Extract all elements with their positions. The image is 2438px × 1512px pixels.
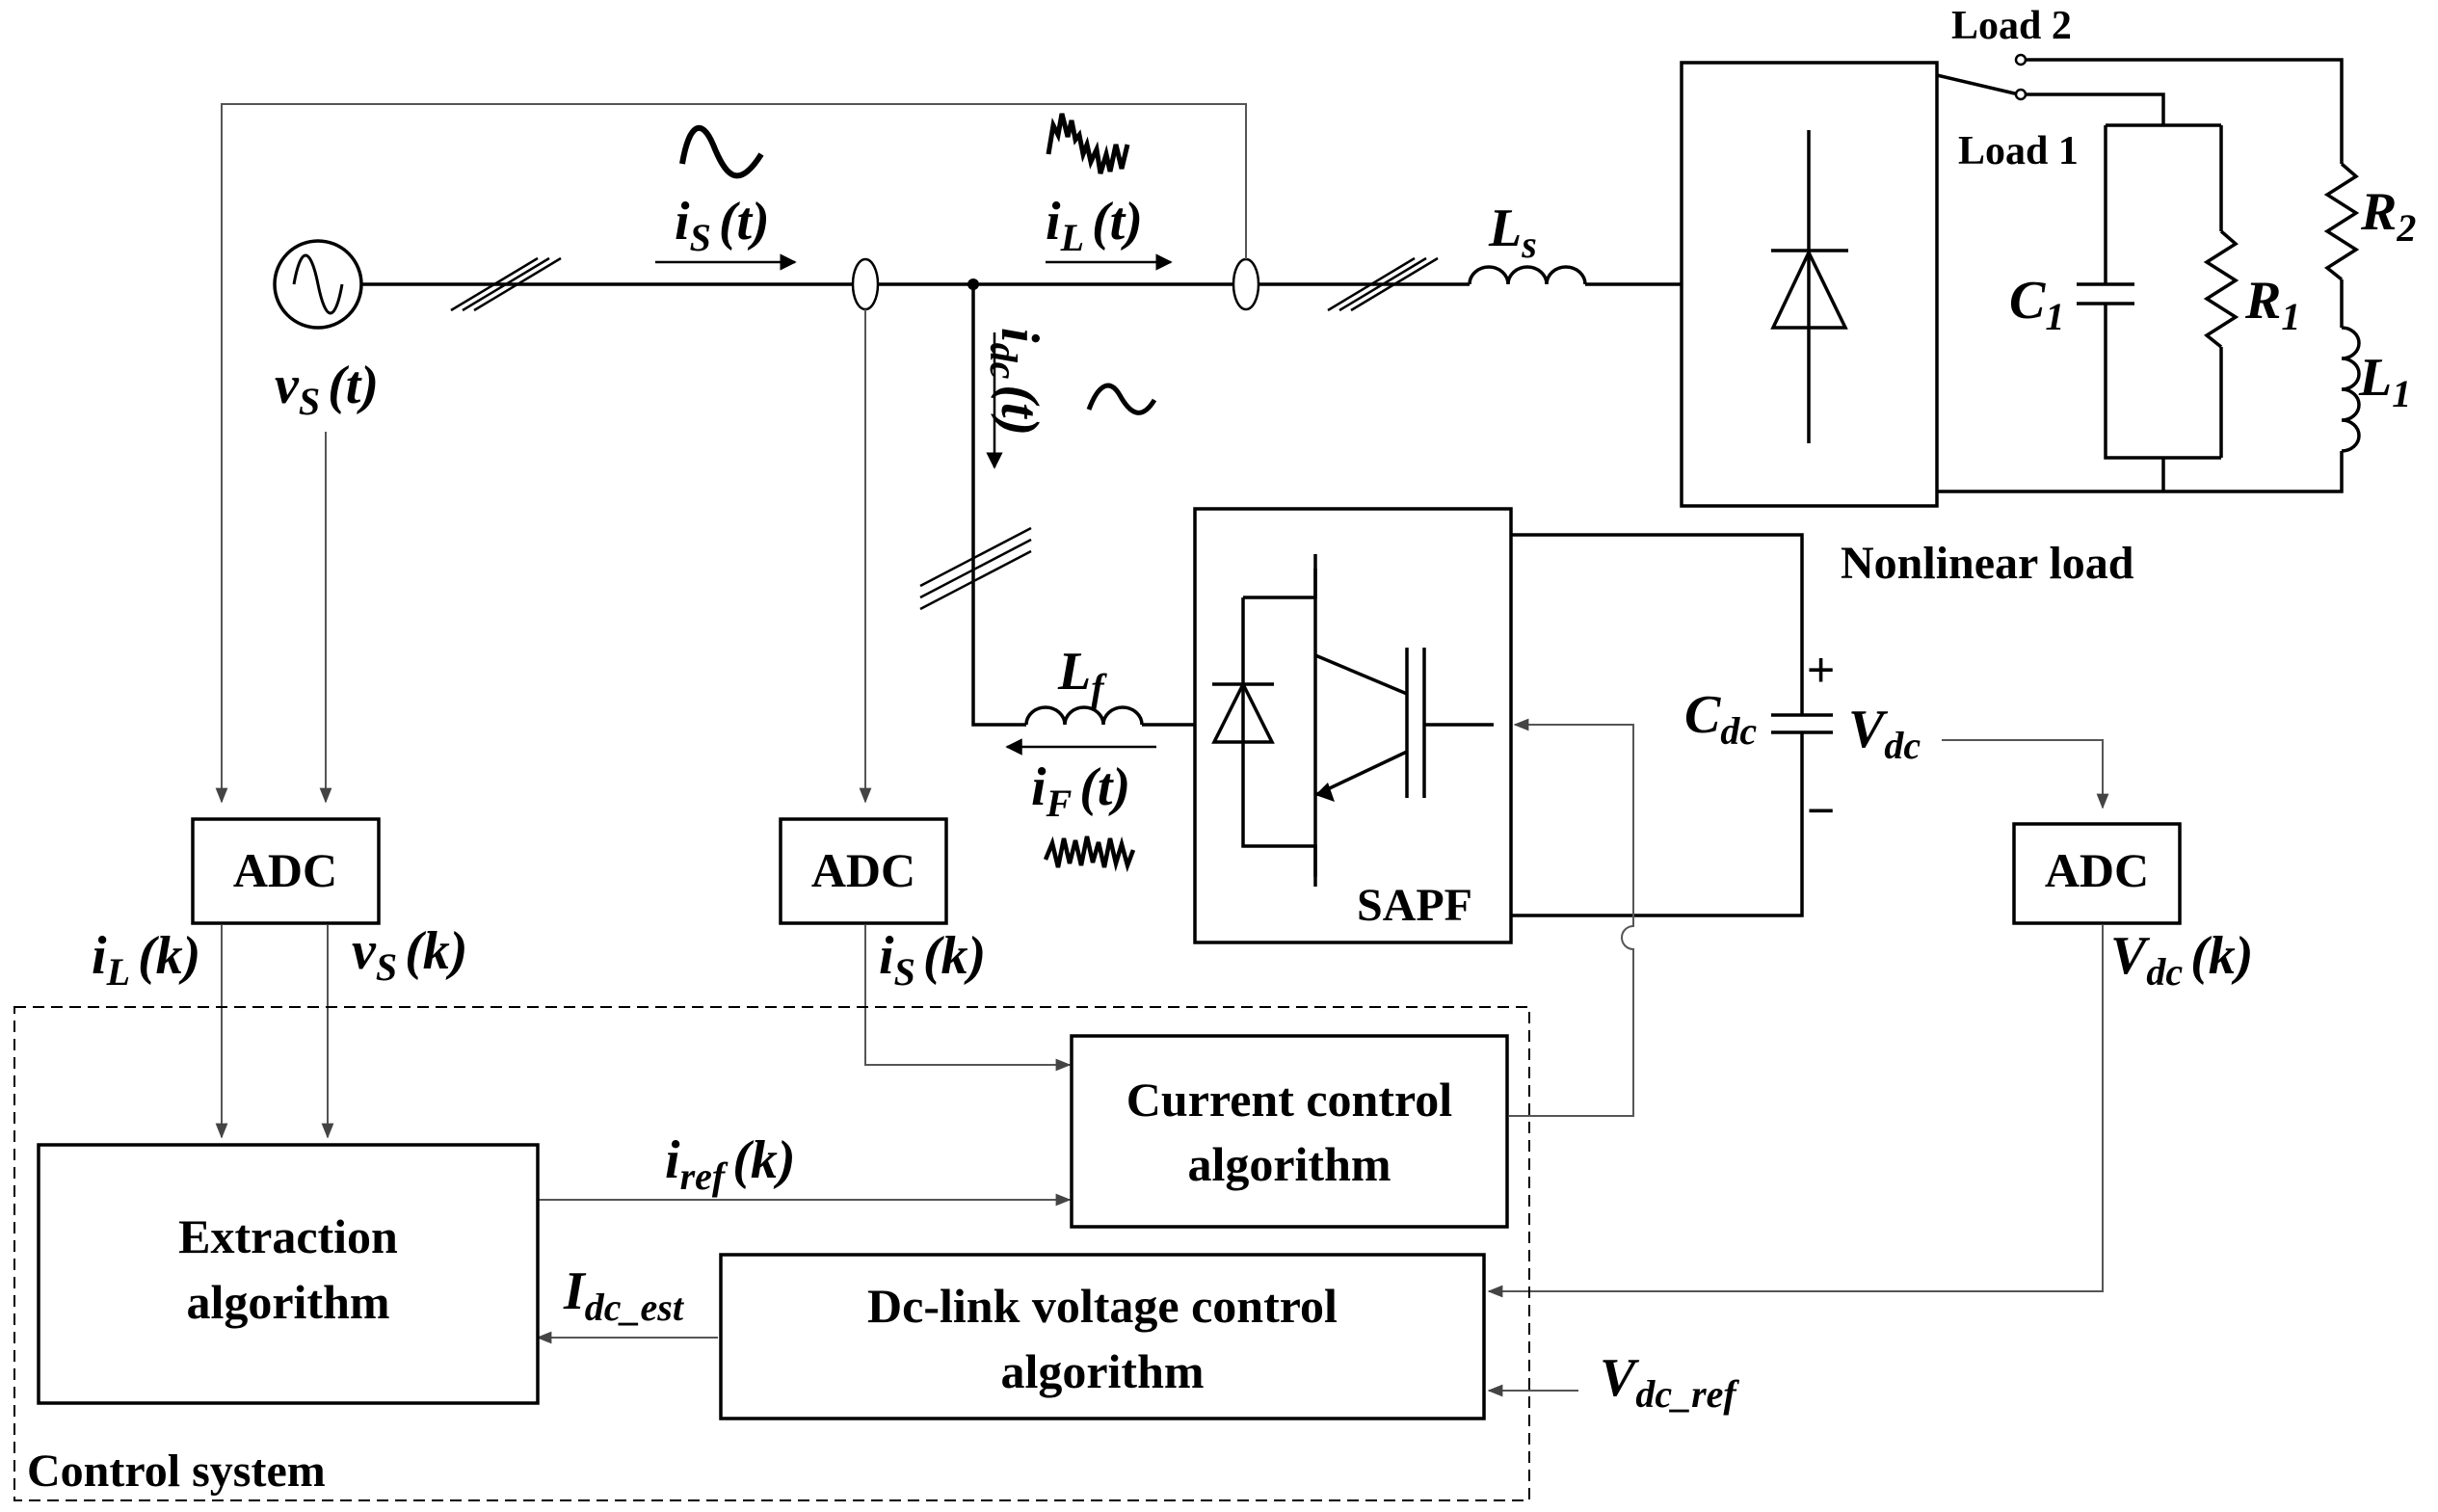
resistor-r2 bbox=[2323, 162, 2360, 281]
vdc-label: Vdc bbox=[1848, 700, 1921, 767]
vs-k-label: vS(k) bbox=[352, 921, 467, 989]
three-phase-mark-load bbox=[1327, 256, 1439, 312]
inductor-ls bbox=[1468, 265, 1587, 285]
inductor-l1 bbox=[2341, 326, 2361, 453]
vdc-ref-label: Vdc_ref bbox=[1600, 1348, 1739, 1416]
idc-waveform-icon bbox=[1086, 383, 1157, 415]
current-sensor-is bbox=[851, 257, 880, 311]
vs-t-label: vS(t) bbox=[275, 356, 379, 423]
load-switch bbox=[1936, 73, 2020, 96]
cdc-label: Cdc bbox=[1684, 685, 1757, 753]
current-control-block bbox=[1070, 1034, 1509, 1229]
current-sensor-il bbox=[1232, 257, 1260, 311]
adc-dc-label: ADC bbox=[2045, 843, 2149, 897]
if-waveform-icon bbox=[1043, 836, 1136, 873]
idc-est-label: Idc_est bbox=[563, 1261, 685, 1329]
lf-label: Lf bbox=[1057, 642, 1107, 709]
adc-source-label: ADC bbox=[811, 843, 915, 897]
is-waveform-icon bbox=[679, 124, 764, 179]
adc-load-block bbox=[191, 817, 381, 925]
if-t-label: iF(t) bbox=[1031, 757, 1130, 825]
filter-branch bbox=[971, 284, 1026, 727]
dclink-control-line2: algorithm bbox=[1000, 1344, 1204, 1398]
is-k-label: iS(k) bbox=[879, 926, 986, 994]
adc-dc-block bbox=[2012, 822, 2182, 925]
adc-load-label: ADC bbox=[233, 843, 337, 897]
current-control-line2: algorithm bbox=[1187, 1137, 1391, 1191]
control-system-label: Control system bbox=[27, 1446, 326, 1497]
extraction-line1: Extraction bbox=[178, 1209, 398, 1263]
is-t-label: iS(t) bbox=[675, 192, 770, 259]
sine-icon bbox=[292, 253, 344, 315]
load2-label: Load 2 bbox=[1951, 4, 2072, 48]
dc-link-bottom bbox=[1511, 732, 1804, 917]
power-circuit bbox=[273, 53, 2361, 944]
il-waveform-icon bbox=[1046, 113, 1130, 174]
signal-paths bbox=[215, 103, 2109, 1397]
extraction-block bbox=[37, 1143, 540, 1405]
dclink-control-line1: Dc-link voltage control bbox=[867, 1279, 1338, 1333]
inductor-lf bbox=[1024, 705, 1144, 726]
current-control-line1: Current control bbox=[1126, 1073, 1452, 1127]
nonlinear-load-label: Nonlinear load bbox=[1841, 538, 2134, 589]
ls-label: Ls bbox=[1488, 199, 1537, 266]
sapf-label: SAPF bbox=[1357, 880, 1472, 931]
adc-source-block bbox=[779, 817, 948, 925]
three-phase-mark-source bbox=[450, 256, 562, 312]
l1-label: L1 bbox=[2358, 348, 2411, 415]
control-system-boundary bbox=[13, 1006, 1530, 1501]
minus-sign: − bbox=[1807, 783, 1835, 837]
iref-k-label: iref(k) bbox=[665, 1130, 796, 1198]
resistor-r1 bbox=[2203, 229, 2239, 349]
r2-label: R2 bbox=[2360, 182, 2416, 250]
extraction-line2: algorithm bbox=[186, 1275, 389, 1329]
diode-icon bbox=[1770, 130, 1848, 443]
r1-label: R1 bbox=[2244, 271, 2300, 338]
load1-label: Load 1 bbox=[1958, 129, 2079, 173]
dc-link-top bbox=[1511, 533, 1804, 715]
vdc-k-label: Vdc(k) bbox=[2110, 926, 2253, 994]
il-k-label: iL(k) bbox=[92, 926, 200, 994]
il-t-label: iL(t) bbox=[1046, 192, 1143, 259]
igbt-icon bbox=[1211, 554, 1494, 887]
c1-label: C1 bbox=[2009, 271, 2064, 338]
three-phase-mark-filter bbox=[919, 526, 1032, 611]
load-network bbox=[1936, 53, 2361, 493]
idc-t-label: idc(t) bbox=[982, 328, 1049, 436]
plus-sign: + bbox=[1807, 643, 1835, 697]
emitter-arrow-icon bbox=[1315, 783, 1335, 802]
dclink-control-block bbox=[719, 1253, 1486, 1420]
